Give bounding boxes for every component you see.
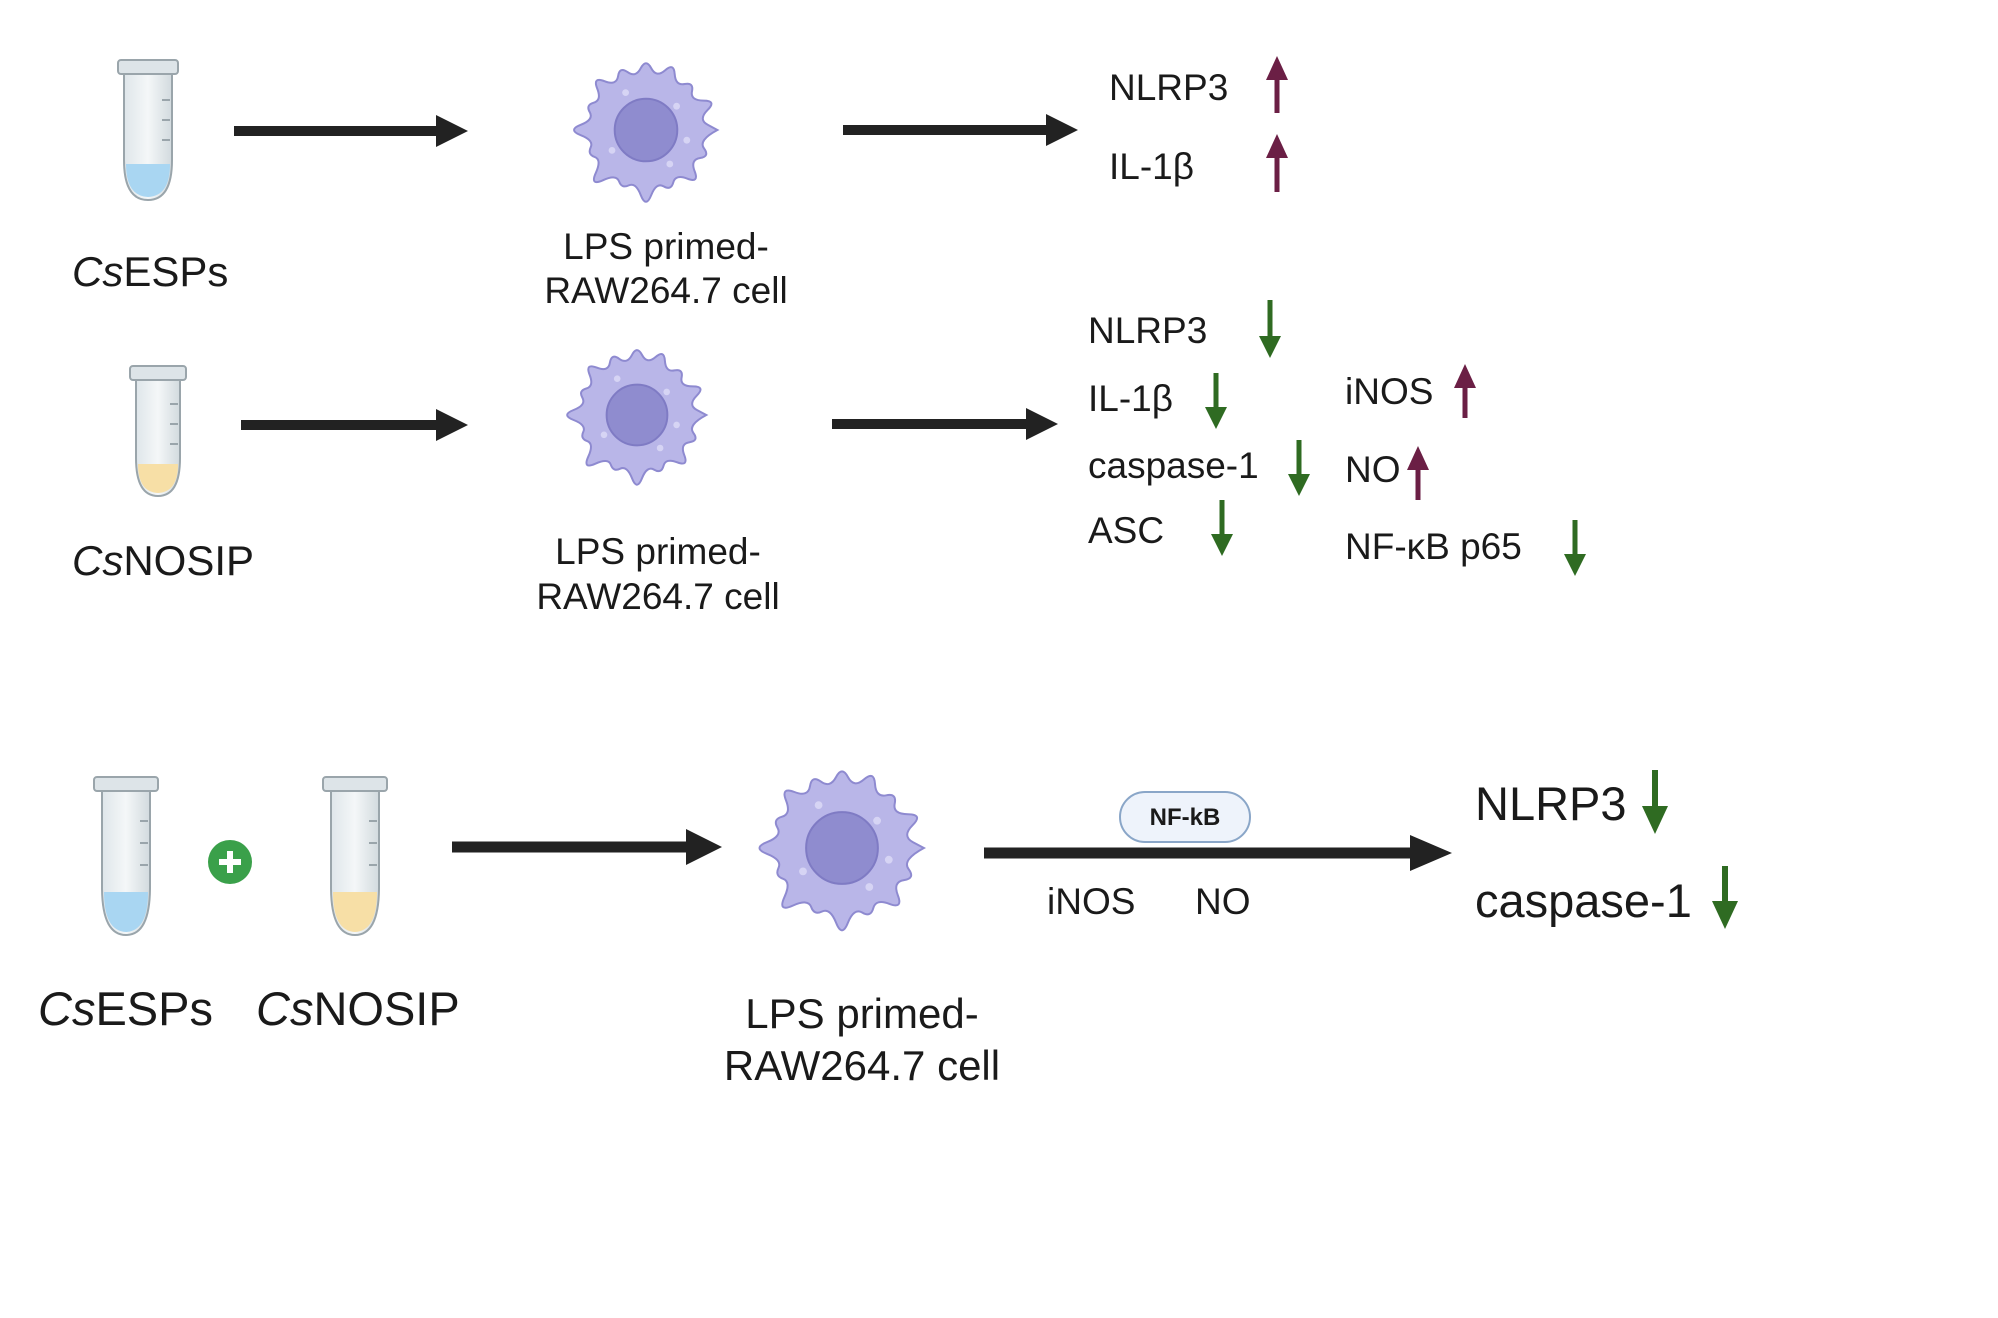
cell-nucleus — [605, 383, 669, 447]
output-label-il1b-row1: IL-1β — [1109, 146, 1195, 187]
up-arrow-icon-no-row2 — [1407, 446, 1429, 500]
mediator-label-no-row3: NO — [1195, 881, 1251, 922]
output-label-caspase1-row2: caspase-1 — [1088, 445, 1259, 486]
cell-vesicle — [656, 444, 664, 452]
cell-vesicle — [608, 147, 616, 154]
macrophage-cell-icon-row2 — [566, 349, 709, 486]
output-label-asc-row2: ASC — [1088, 510, 1165, 551]
plus-icon — [208, 840, 252, 884]
output-label-il1b-row2: IL-1β — [1088, 378, 1174, 419]
down-arrow-icon-asc-row2 — [1211, 500, 1233, 556]
cell-vesicle — [666, 160, 674, 168]
up-arrow-icon-il1b-row1 — [1266, 134, 1288, 192]
output-label-nlrp3-row3: NLRP3 — [1475, 777, 1627, 830]
up-arrow-icon-inos-row2 — [1454, 364, 1476, 418]
cell-label-line2-row1: RAW264.7 cell — [544, 270, 788, 311]
down-arrow-icon-il1b-row2 — [1205, 373, 1227, 429]
cell-vesicle — [673, 102, 680, 110]
cell-vesicle — [884, 855, 893, 864]
reagent-suffix: NOSIP — [313, 982, 460, 1035]
cell-vesicle — [673, 421, 680, 429]
output-label-nlrp3-row2: NLRP3 — [1088, 310, 1208, 351]
reagent-label-csesps-row1: CsESPs — [72, 251, 228, 293]
output-label-nlrp3-row1: NLRP3 — [1109, 67, 1229, 108]
down-arrow-icon-nlrp3-row3 — [1642, 770, 1668, 834]
cell-vesicle — [683, 136, 691, 144]
reagent-prefix: Cs — [72, 248, 124, 295]
tube-icon-csnosip-row2 — [129, 365, 187, 498]
cell-vesicle — [600, 431, 608, 439]
cell-label-line1-row2: LPS primed- — [555, 531, 761, 572]
reagent-prefix: Cs — [256, 982, 314, 1035]
output-label-no-row2: NO — [1345, 449, 1401, 490]
reagent-label-csnosip-row3: CsNOSIP — [256, 985, 460, 1032]
macrophage-cell-icon-row3 — [758, 770, 927, 932]
macrophage-cell-icon-row1 — [573, 62, 720, 203]
cell-vesicle — [663, 388, 670, 396]
cell-nucleus — [805, 811, 879, 885]
cell-vesicle — [814, 801, 823, 809]
cell-label-line1-row1: LPS primed- — [563, 226, 769, 267]
flow-arrow-row1-a — [234, 115, 468, 147]
tube-icon-csnosip-row3 — [322, 776, 388, 937]
flow-arrow-row2-a — [241, 409, 468, 441]
flow-arrow-row2-b — [832, 408, 1058, 440]
cell-nucleus — [613, 97, 679, 163]
down-arrow-icon-nlrp3-row2 — [1259, 300, 1281, 358]
output-label-inos-row2: iNOS — [1345, 371, 1434, 412]
tube-icon-csesps-row1 — [117, 59, 179, 202]
cell-label-line1-row3: LPS primed- — [745, 990, 979, 1037]
down-arrow-icon-caspase1-row2 — [1288, 440, 1310, 496]
reagent-label-csesps-row3: CsESPs — [38, 985, 213, 1032]
cell-label-line2-row2: RAW264.7 cell — [536, 576, 780, 617]
cell-vesicle — [613, 375, 621, 383]
flow-arrow-row1-b — [843, 114, 1078, 146]
reagent-suffix: ESPs — [123, 248, 229, 295]
nfkb-pill-badge — [1119, 791, 1251, 843]
cell-label-line2-row3: RAW264.7 cell — [723, 1042, 1001, 1089]
cell-vesicle — [865, 883, 874, 891]
tube-icon-csesps-row3 — [93, 776, 159, 937]
output-label-nfkb-p65-row2: NF-κB p65 — [1345, 526, 1522, 567]
flow-arrow-row3-b — [984, 835, 1452, 871]
nfkb-badge-label: NF-kB — [1149, 804, 1221, 831]
reagent-prefix: Cs — [38, 982, 96, 1035]
reagent-suffix: NOSIP — [123, 537, 255, 584]
cell-vesicle — [799, 867, 807, 876]
down-arrow-icon-nfkb-p65-row2 — [1564, 520, 1586, 576]
down-arrow-icon-caspase1-row3 — [1712, 866, 1738, 929]
cell-vesicle — [873, 816, 881, 825]
reagent-label-csnosip-row2: CsNOSIP — [72, 540, 254, 582]
up-arrow-icon-nlrp3-row1 — [1266, 56, 1288, 113]
mediator-label-inos-row3: iNOS — [1047, 881, 1136, 922]
cell-vesicle — [622, 89, 629, 96]
reagent-suffix: ESPs — [95, 982, 213, 1035]
flow-arrow-row3-a — [452, 829, 722, 865]
reagent-prefix: Cs — [72, 537, 124, 584]
output-label-caspase1-row3: caspase-1 — [1475, 874, 1692, 927]
